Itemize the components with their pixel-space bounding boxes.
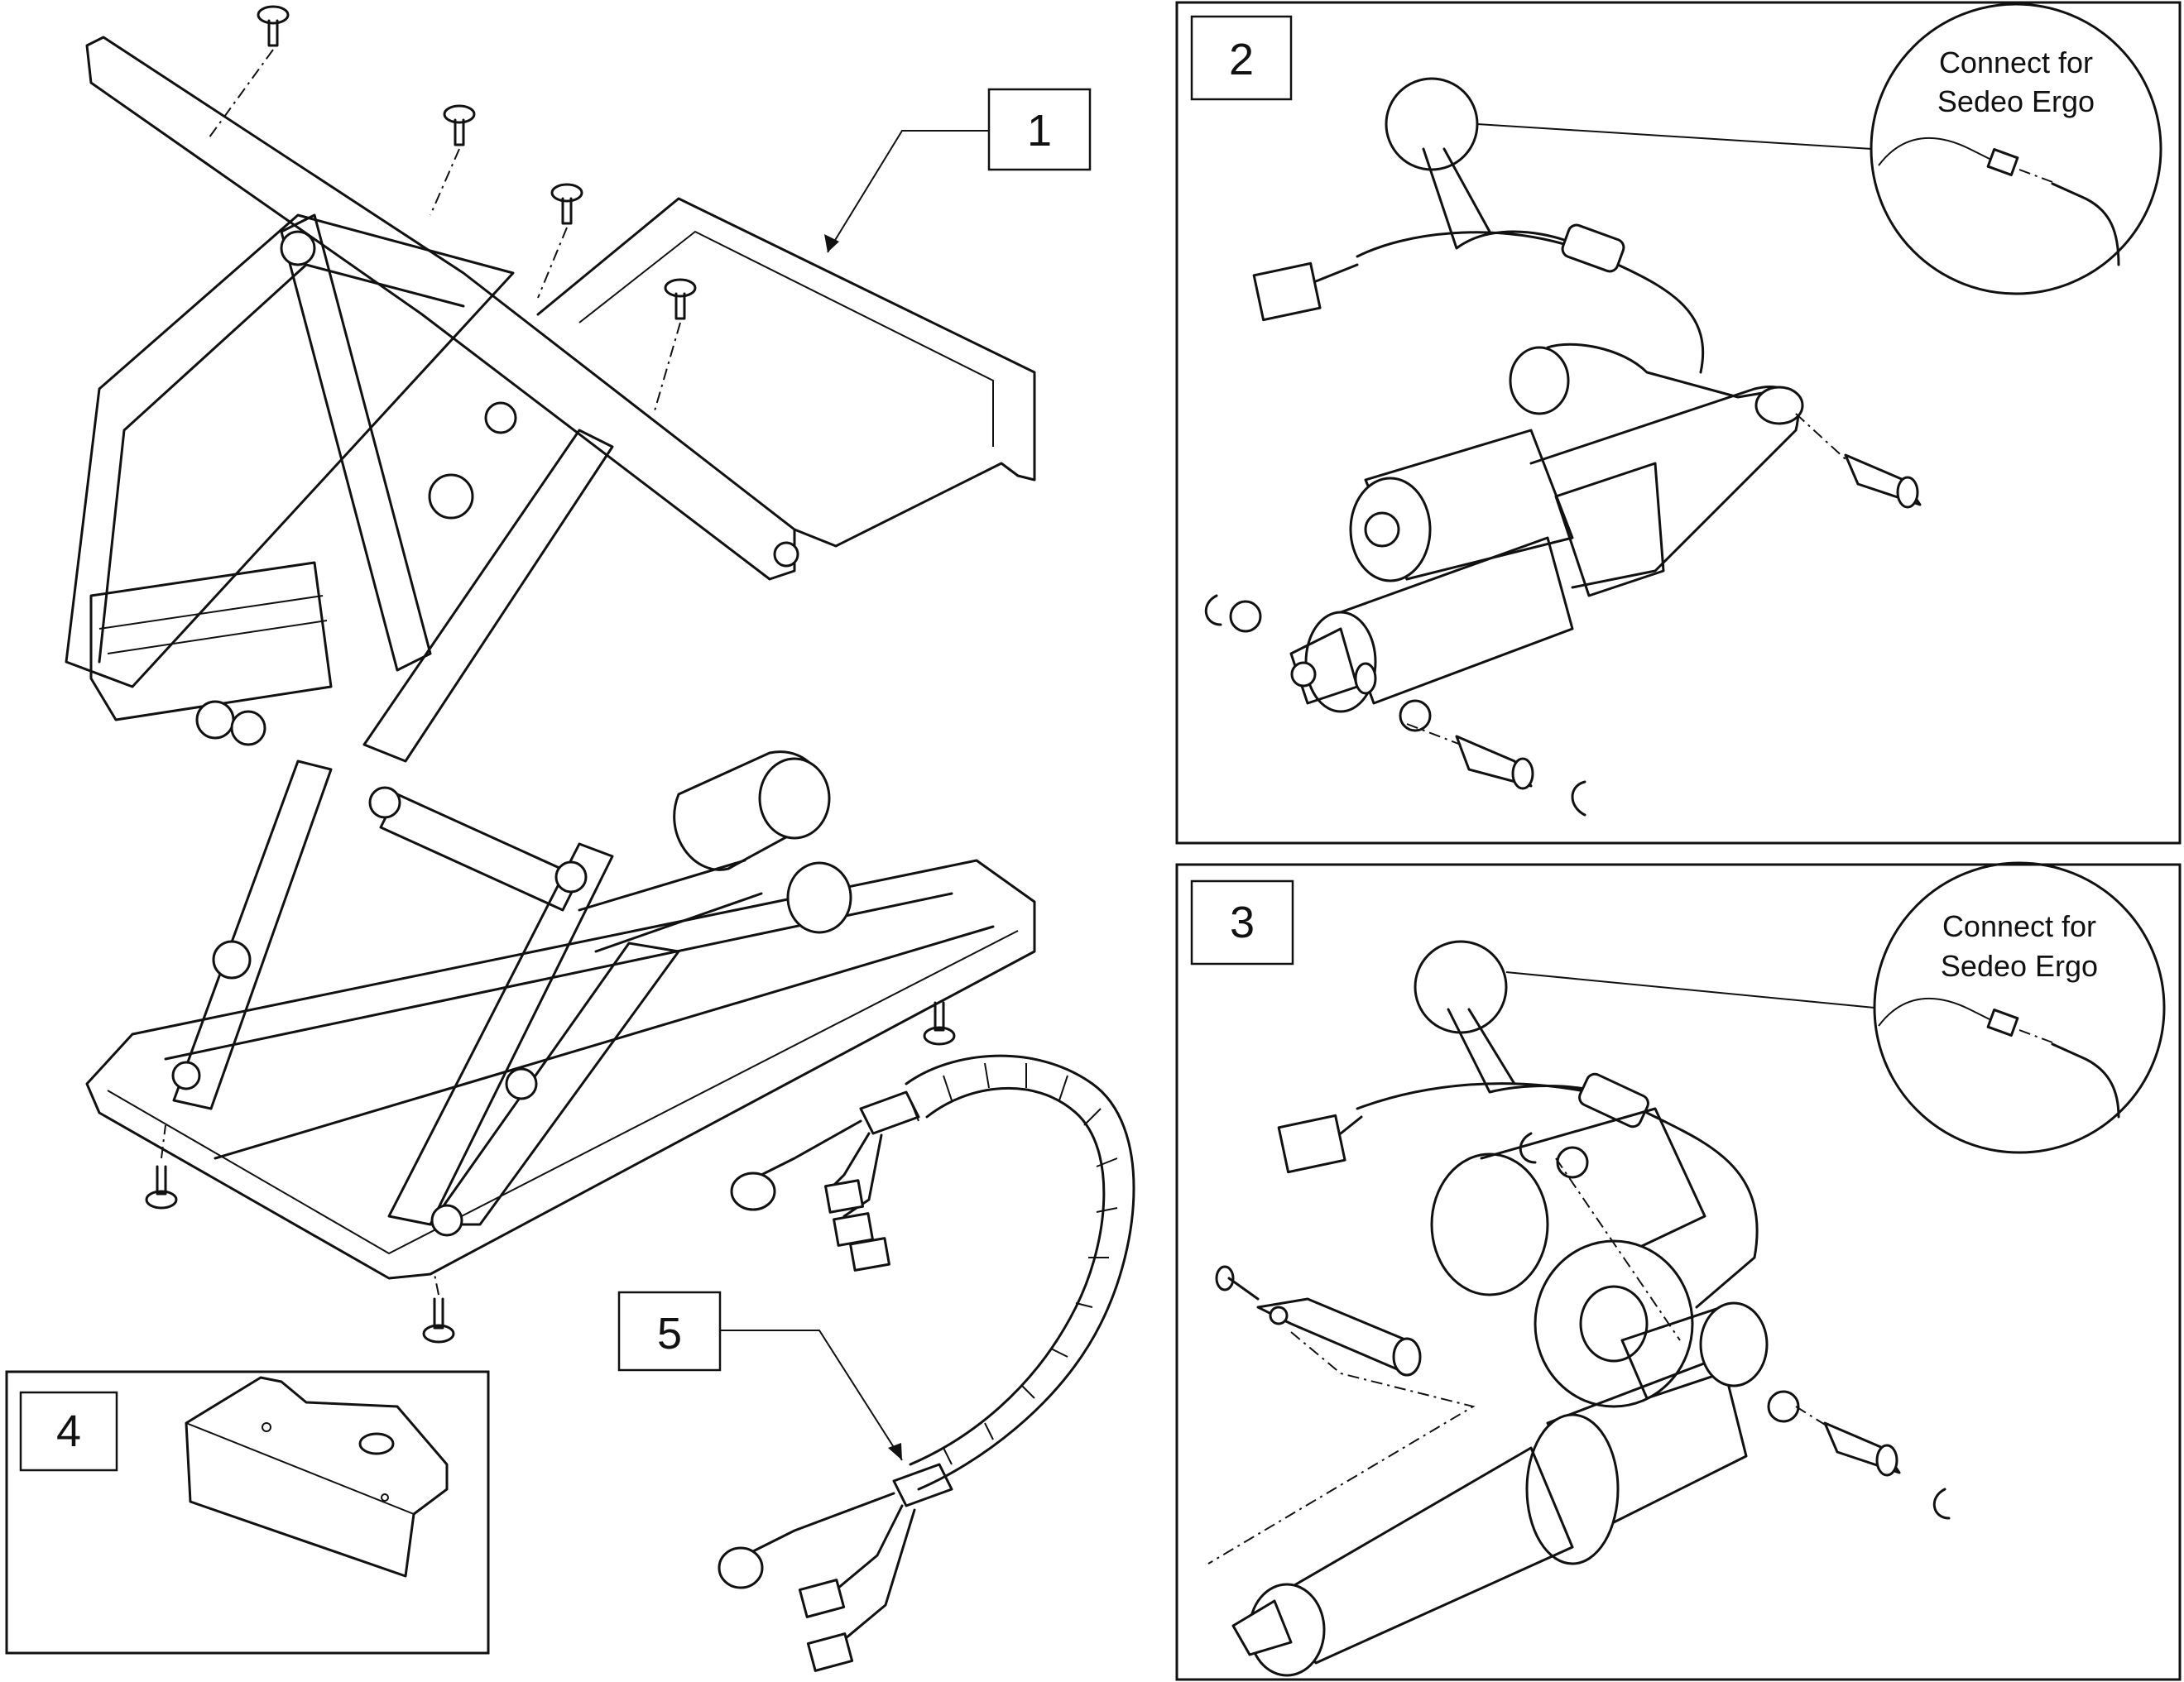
screw-icon	[206, 5, 290, 141]
svg-text:1: 1	[1027, 106, 1052, 156]
top-mounting-bar	[85, 36, 796, 581]
pivot-points	[171, 230, 799, 1237]
screw-icon	[923, 1001, 956, 1046]
pivot-pin	[1795, 1406, 1901, 1477]
callout-1: 1	[824, 88, 1092, 253]
harness-connectors-upper	[730, 1090, 920, 1272]
detail-panel-2: 2 Connect for Sedeo Ergo	[1175, 1, 2182, 845]
connector-magnified-circle	[1873, 861, 2166, 1154]
harness-connectors-lower	[718, 1463, 953, 1672]
base-plate	[85, 859, 1036, 1280]
screw-icon	[1215, 1265, 1260, 1301]
svg-text:2: 2	[1229, 35, 1254, 84]
callout-3: 3	[1190, 879, 1294, 966]
retaining-clip-icon	[1767, 1390, 1951, 1520]
actuator-connector-plug	[1277, 1114, 1363, 1174]
svg-text:3: 3	[1230, 898, 1255, 947]
linear-actuator	[1231, 1107, 1769, 1677]
callout-2: 2	[1190, 15, 1293, 101]
svg-text:Sedeo Ergo: Sedeo Ergo	[1937, 84, 2095, 118]
pivot-pin	[1406, 723, 1586, 817]
connector-detail-circle	[1385, 77, 1479, 171]
callout-5: 5	[617, 1291, 903, 1461]
mounting-bracket	[1207, 1297, 1476, 1565]
retaining-clip-icon	[1204, 594, 1262, 633]
callout-4: 4	[19, 1391, 118, 1472]
linear-actuator	[1289, 343, 1804, 713]
svg-text:Connect for: Connect for	[1942, 909, 2096, 943]
detail-panel-3: 3 Connect for Sedeo Ergo	[1175, 861, 2182, 1681]
svg-text:4: 4	[56, 1406, 81, 1456]
svg-text:Sedeo Ergo: Sedeo Ergo	[1941, 949, 2098, 983]
screw-icon	[145, 1124, 178, 1210]
connector-detail-circle	[1414, 940, 1508, 1034]
seat-lift-assembly	[65, 5, 1036, 1344]
seat-pan	[536, 197, 1036, 548]
upper-frame	[65, 213, 515, 688]
cable-chain-assembly: 5	[617, 1054, 1135, 1672]
screw-icon	[422, 1273, 455, 1344]
front-bracket	[89, 561, 333, 721]
svg-text:5: 5	[657, 1309, 682, 1359]
screw-icon	[537, 183, 583, 299]
actuator-connector-plug	[1252, 261, 1359, 322]
pivot-pin	[1795, 413, 1922, 509]
retaining-clip-icon	[1519, 1132, 1681, 1341]
cover-plate	[185, 1376, 449, 1578]
lower-scissor-arm	[172, 760, 333, 1110]
retaining-clip-icon	[1399, 699, 1432, 732]
screw-icon	[653, 278, 697, 415]
screw-icon	[430, 104, 476, 216]
detail-panel-4: 4	[5, 1370, 490, 1655]
svg-text:Connect for: Connect for	[1939, 46, 2093, 79]
